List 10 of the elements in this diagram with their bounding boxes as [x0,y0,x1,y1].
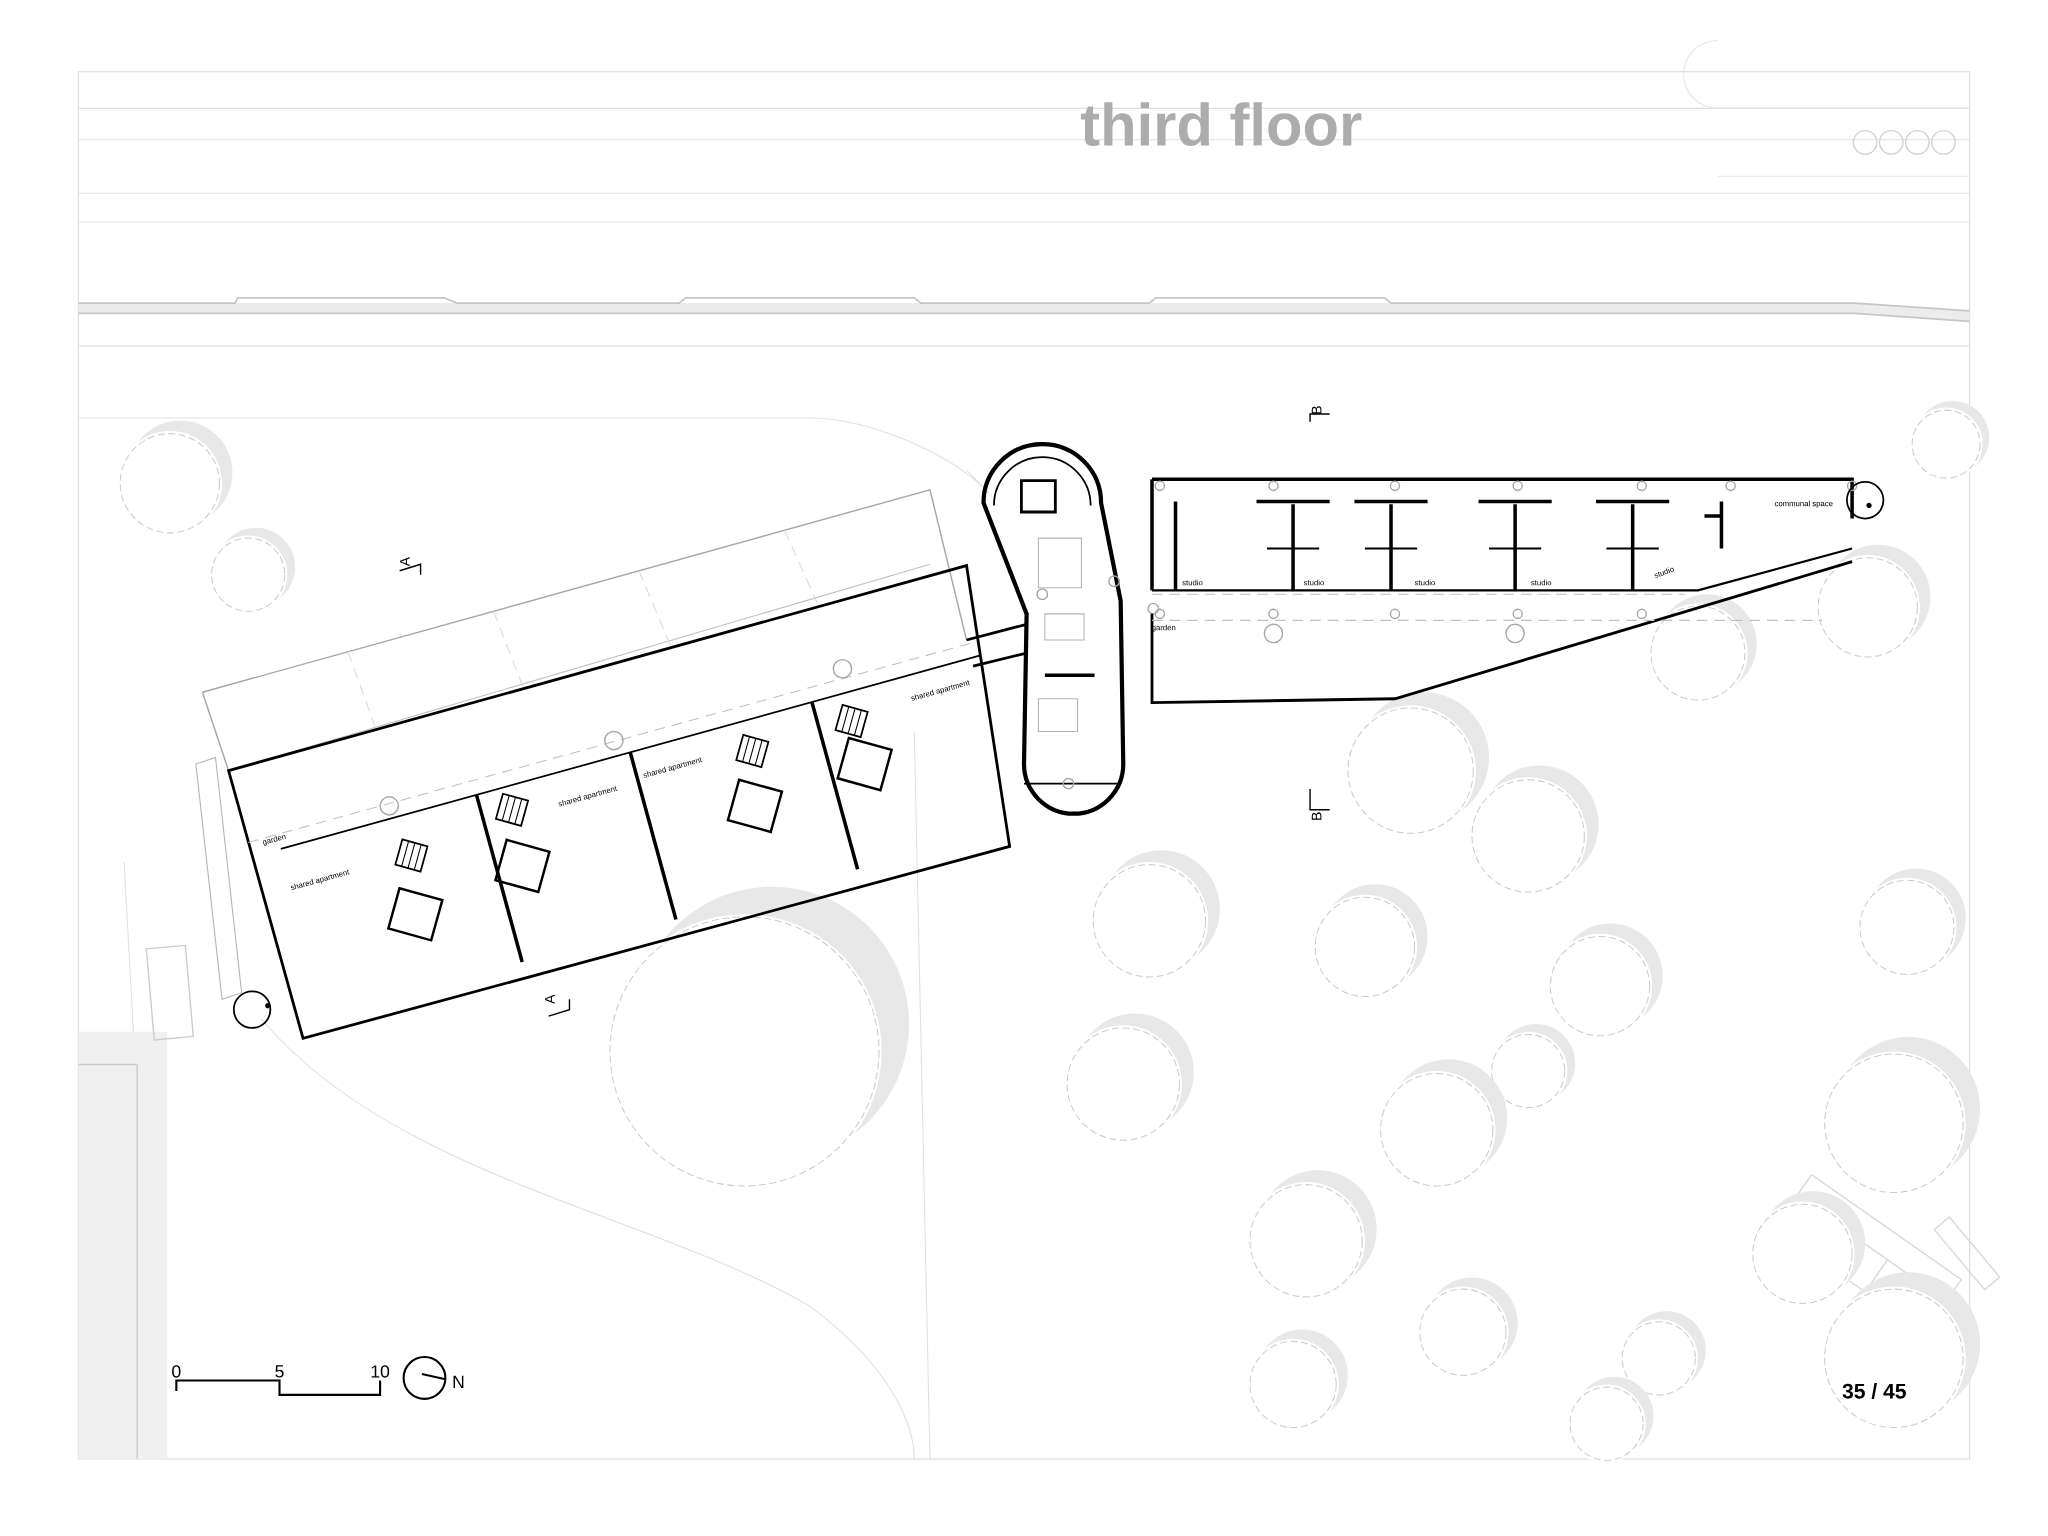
north-label: N [453,1375,464,1388]
scale-label: 0 [172,1365,181,1378]
section-letter: A [400,556,410,567]
section-letter: B [1311,812,1322,820]
section-letter: B [1311,406,1322,414]
page-number: 35 / 45 [1842,1383,1906,1399]
scale-label: 5 [275,1365,284,1378]
title: third floor [1080,102,1362,147]
section-letter: A [545,994,555,1004]
scale-label: 10 [371,1365,390,1378]
